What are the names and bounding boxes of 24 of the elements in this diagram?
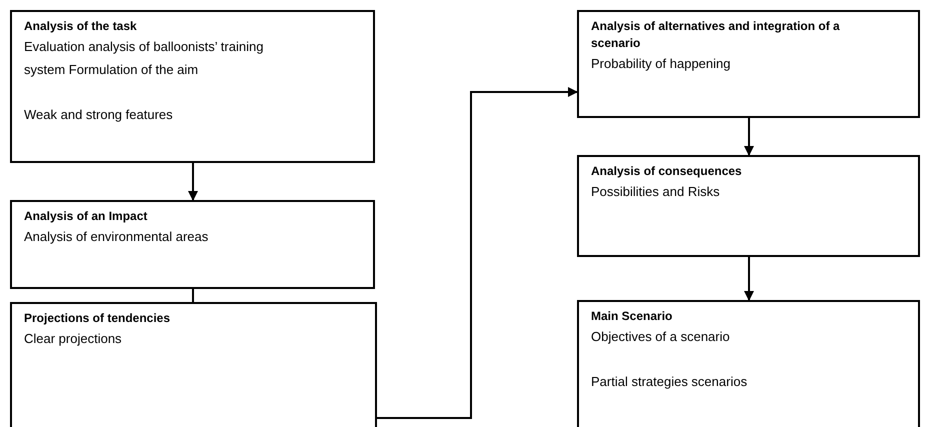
process-box (577, 10, 920, 118)
process-box (10, 10, 375, 163)
box-heading: Analysis of an Impact (24, 208, 148, 225)
box-heading: Analysis of the task (24, 18, 138, 35)
process-box (577, 300, 920, 427)
box-heading: Projections of tendencies (24, 310, 172, 327)
box-heading: Main Scenario (591, 308, 674, 325)
box-text: Evaluation analysis of balloonists’ training system Formulation of the aim (24, 38, 264, 79)
box-text: Clear projections (24, 330, 123, 348)
arrow (744, 118, 754, 156)
box-text: Partial strategies scenarios (591, 373, 748, 391)
box-text: Weak and strong features (24, 106, 174, 124)
box-text: Objectives of a scenario (591, 328, 731, 346)
process-box (10, 200, 375, 289)
box-heading: Analysis of alternatives and integration of a scenario (591, 18, 841, 52)
arrow (377, 87, 578, 419)
box-text: Probability of happening (591, 55, 732, 73)
box-text: Analysis of environmental areas (24, 228, 210, 246)
process-box (577, 155, 920, 257)
box-heading: Analysis of consequences (591, 163, 743, 180)
box-text: Possibilities and Risks (591, 183, 721, 201)
arrow (188, 163, 198, 201)
process-box (10, 302, 377, 427)
arrow (744, 257, 754, 301)
